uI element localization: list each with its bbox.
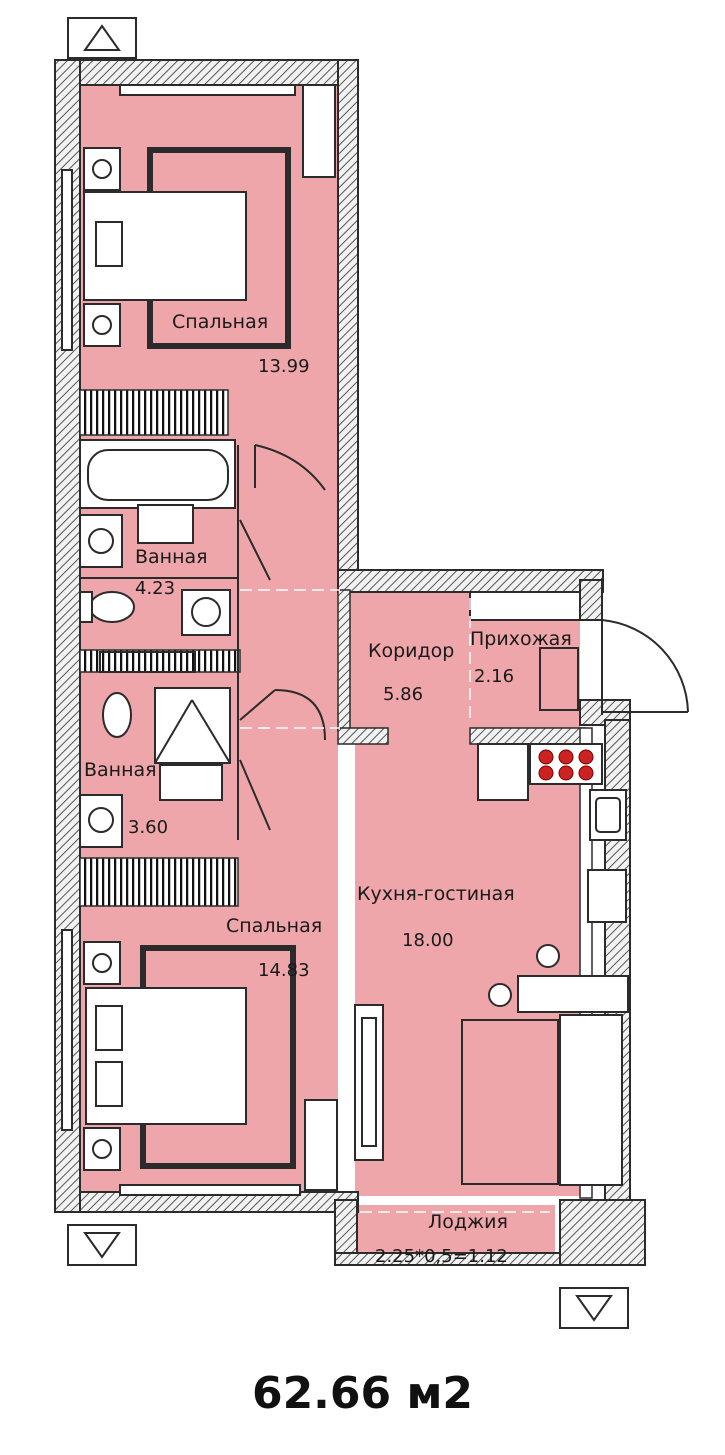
room-area-bedroom-top: 13.99 <box>258 356 310 377</box>
room-name-bedroom-bottom: Спальная <box>226 915 322 937</box>
room-name-bath-bottom: Ванная <box>84 759 157 781</box>
total-area: 62.66 м2 <box>251 1368 474 1419</box>
bed-top <box>83 84 336 349</box>
room-name-kitchen: Кухня-гостиная <box>357 883 515 905</box>
bath-top-fixtures <box>79 439 236 636</box>
windows <box>61 84 301 1196</box>
room-name-hall: Прихожая <box>470 628 572 650</box>
room-area-hall: 2.16 <box>474 666 514 687</box>
entrance-door <box>601 619 689 715</box>
room-name-corridor: Коридор <box>368 640 454 662</box>
room-area-corridor: 5.86 <box>383 684 423 705</box>
room-area-kitchen: 18.00 <box>402 930 454 951</box>
zone-lines <box>240 589 550 1213</box>
room-name-loggia: Лоджия <box>428 1211 508 1233</box>
bed-bottom <box>83 941 338 1191</box>
room-area-bedroom-bottom: 14.83 <box>258 960 310 981</box>
floor-plan: Спальная 13.99 Ванная 4.23 Коридор 5.86 … <box>54 17 689 1329</box>
room-area-bath-bottom: 3.60 <box>128 817 168 838</box>
interior-doors <box>239 444 326 831</box>
kitchen-fixtures <box>354 743 629 1186</box>
room-area-loggia: 2.25*0,5=1.12 <box>375 1246 508 1267</box>
stove-burners <box>538 749 594 781</box>
room-name-bath-top: Ванная <box>135 546 208 568</box>
plan-markers <box>67 17 629 1329</box>
bath-bottom-fixtures <box>79 651 231 848</box>
room-area-bath-top: 4.23 <box>135 578 175 599</box>
room-name-bedroom-top: Спальная <box>172 311 268 333</box>
